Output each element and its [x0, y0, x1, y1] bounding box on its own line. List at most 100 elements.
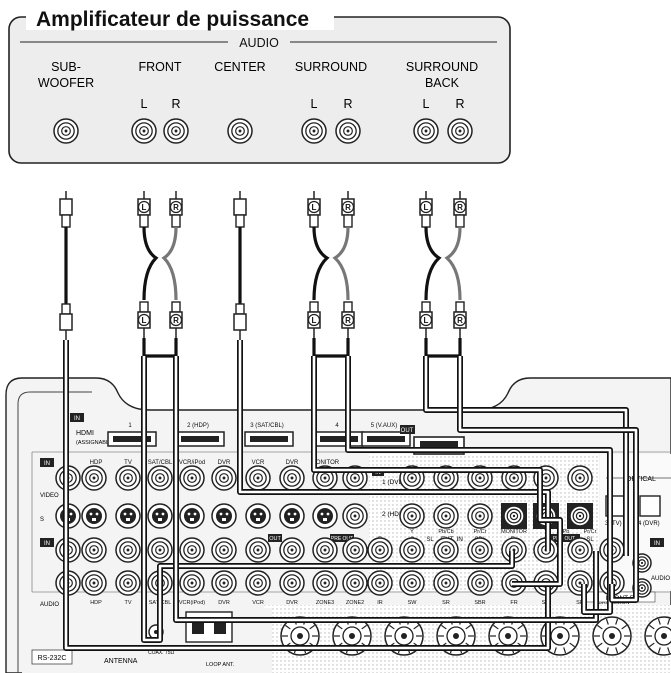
plug-body: [59, 198, 73, 216]
plug-mark: R: [173, 316, 179, 325]
amp-rca-jack: [447, 118, 473, 144]
source-label: DVR: [218, 460, 231, 466]
audio-label-left: AUDIO: [40, 602, 59, 608]
hdmi-port-slot: [250, 436, 288, 442]
hdmi-label: HDMI: [76, 430, 94, 437]
out-badge: OUT: [401, 428, 414, 434]
receiver-rca-jack: [211, 570, 237, 596]
hdmi-port-label: 1: [128, 423, 132, 429]
speaker-terminal: [644, 616, 671, 656]
pre-out-jack: [467, 570, 493, 596]
pre-out-jack: [399, 570, 425, 596]
amp-rca-jack: [413, 118, 439, 144]
bottom-label: SR: [576, 600, 584, 606]
bottom-label: HDP: [90, 600, 102, 606]
surround-back-right-label: R: [455, 97, 464, 111]
bottom-label: VCR: [252, 600, 264, 606]
zone-pre-out-badge: PRE OUT: [331, 536, 353, 542]
component-label: Pb/Cb: [438, 529, 453, 535]
pre-out-jack: [567, 537, 593, 563]
front-left-label: L: [141, 97, 148, 111]
optical-port-4-label: 4 (DVR): [638, 521, 660, 527]
in-badge-video: IN: [44, 461, 50, 467]
plug-mark-circle: [419, 200, 433, 214]
component-label: Y: [410, 529, 414, 535]
plug-mark: L: [312, 316, 317, 325]
plug-grip: [171, 214, 181, 228]
hdmi-port-slot: [367, 436, 405, 442]
s-video-jack: [81, 503, 107, 529]
pre-out-jack: [367, 570, 393, 596]
plug-mark: L: [142, 316, 147, 325]
receiver-rca-jack: [81, 537, 107, 563]
plug-mark: L: [424, 203, 429, 212]
coax-label: COAX. 75Ω: [148, 650, 175, 656]
s-video-jack: [211, 503, 237, 529]
power-amplifier-panel: Amplificateur de puissance AUDIO SUB- WO…: [8, 4, 511, 164]
plug-mark: R: [457, 316, 463, 325]
pre-out-jack: [467, 537, 493, 563]
rs232c-label: RS-232C: [38, 655, 67, 662]
plug-body: [233, 198, 247, 216]
receiver-rca-jack: [81, 570, 107, 596]
plug-body: [59, 313, 73, 331]
video-label: VIDEO: [40, 493, 59, 499]
receiver-rca-jack: [245, 570, 271, 596]
channel-front: FRONT: [138, 60, 181, 74]
component-jack: [567, 465, 593, 491]
in-badge-optical: IN: [654, 541, 660, 547]
receiver-rca-jack: [342, 503, 368, 529]
loop-ant-label: LOOP ANT.: [206, 662, 235, 668]
amplifier-title: Amplificateur de puissance: [36, 8, 309, 31]
hdmi-port-slot: [181, 436, 219, 442]
source-label: MONITOR: [311, 460, 340, 466]
bottom-label: DVR: [286, 600, 298, 606]
receiver-rca-jack: [115, 465, 141, 491]
bottom-label: ZONE2: [346, 600, 364, 606]
receiver-rca-jack: [179, 537, 205, 563]
channel-subwoofer-line1: SUB-: [51, 60, 81, 74]
source-label: DVR: [286, 460, 299, 466]
plug-mark-circle: [307, 313, 321, 327]
bottom-label: TV: [124, 600, 131, 606]
amp-rca-jack: [131, 118, 157, 144]
pre-out-jack: [433, 537, 459, 563]
plug-grip: [235, 303, 245, 315]
route-surround-right: [346, 356, 612, 614]
receiver-rca-jack: [147, 465, 173, 491]
plug-mark-circle: [137, 313, 151, 327]
source-label: SAT/CBL: [148, 460, 173, 466]
component-jack: [433, 503, 459, 529]
bottom-label: VCR(iPod): [179, 600, 205, 606]
cable-wire-right: [161, 226, 178, 301]
in-badge: IN: [74, 416, 80, 422]
plug-grip: [309, 301, 319, 313]
pre-out-jack: [399, 537, 425, 563]
amp-rca-jack: [163, 118, 189, 144]
ext-in-channel-label: SL: [586, 537, 594, 543]
amp-rca-jack: [227, 118, 253, 144]
receiver-rca-jack: [179, 465, 205, 491]
plug-grip: [343, 301, 353, 313]
receiver-rca-jack: [312, 537, 338, 563]
plug-grip: [421, 301, 431, 313]
plug-mark-circle: [341, 313, 355, 327]
component-label: Pr/Cr: [474, 529, 487, 535]
plug-mark-circle: [341, 200, 355, 214]
plug-mark: L: [312, 203, 317, 212]
pre-out-badge: PRE OUT: [553, 536, 575, 542]
optical-port-3-label: 3 (TV): [605, 521, 622, 527]
component-label: Pr/Cr: [584, 529, 597, 535]
route-surround-back-left: [424, 356, 628, 556]
plug-grip: [61, 214, 71, 228]
plug-grip: [171, 301, 181, 313]
source-label: HDP: [90, 460, 103, 466]
receiver-rca-jack: [81, 465, 107, 491]
plug-mark-circle: [419, 313, 433, 327]
plug-mark: L: [142, 203, 147, 212]
audio-label: AUDIO: [239, 36, 279, 50]
cable-bundle-end: [312, 338, 350, 358]
route-surround-back-right: [458, 356, 638, 602]
